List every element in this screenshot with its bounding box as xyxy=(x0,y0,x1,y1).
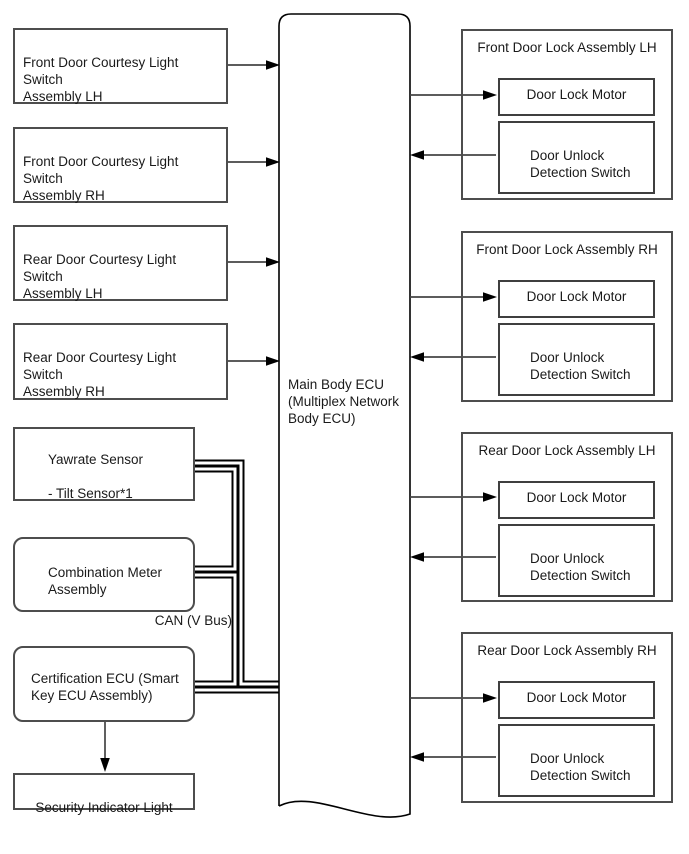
front-door-lock-assembly-lh: Front Door Lock Assembly LH Door Lock Mo… xyxy=(461,29,673,200)
combination-meter-box: Combination Meter Assembly xyxy=(13,537,195,612)
arrowhead-right xyxy=(266,60,280,70)
main-ecu-label: Main Body ECU (Multiplex Network Body EC… xyxy=(288,377,400,426)
yawrate-sensor-box: Yawrate Sensor - Tilt Sensor*1 xyxy=(13,427,195,501)
door-unlock-detection-switch-box: Door Unlock Detection Switch xyxy=(498,323,655,396)
rear-door-courtesy-switch-lh-box: Rear Door Courtesy Light Switch Assembly… xyxy=(13,225,228,301)
door-lock-motor-label: Door Lock Motor xyxy=(526,490,627,505)
front-door-lock-assembly-rh-title: Front Door Lock Assembly RH xyxy=(476,242,658,257)
combination-meter-label: Combination Meter Assembly xyxy=(48,565,163,597)
arrowheads-switches-to-ecu xyxy=(266,60,280,366)
rear-door-courtesy-switch-rh-box: Rear Door Courtesy Light Switch Assembly… xyxy=(13,323,228,400)
door-unlock-detection-switch-label: Door Unlock Detection Switch xyxy=(530,751,631,783)
door-lock-motor-box: Door Lock Motor xyxy=(498,681,655,719)
can-bus-label: CAN (V Bus) xyxy=(154,613,232,628)
arrowhead-right xyxy=(483,292,497,302)
arrows-switches-to-ecu xyxy=(226,64,267,362)
rear-door-courtesy-switch-lh-label: Rear Door Courtesy Light Switch Assembly… xyxy=(23,252,177,301)
door-unlock-detection-switch-box: Door Unlock Detection Switch xyxy=(498,121,655,194)
front-door-lock-assembly-lh-title: Front Door Lock Assembly LH xyxy=(477,40,657,55)
door-unlock-detection-switch-box: Door Unlock Detection Switch xyxy=(498,724,655,797)
rear-door-lock-assembly-lh-title: Rear Door Lock Assembly LH xyxy=(478,443,656,458)
door-lock-motor-box: Door Lock Motor xyxy=(498,280,655,318)
door-unlock-detection-switch-label: Door Unlock Detection Switch xyxy=(530,350,631,382)
door-lock-motor-label: Door Lock Motor xyxy=(526,690,627,705)
certification-ecu-label: Certification ECU (Smart Key ECU Assembl… xyxy=(31,671,179,703)
arrowhead-right xyxy=(266,257,280,267)
arrowhead-right xyxy=(483,693,497,703)
door-lock-motor-label: Door Lock Motor xyxy=(526,289,627,304)
arrowhead-right xyxy=(483,492,497,502)
rear-door-lock-assembly-rh-title: Rear Door Lock Assembly RH xyxy=(477,643,657,658)
can-bus-trunk-center xyxy=(193,464,240,687)
arrowhead-right xyxy=(266,157,280,167)
door-unlock-detection-switch-box: Door Unlock Detection Switch xyxy=(498,524,655,597)
rear-door-lock-assembly-lh: Rear Door Lock Assembly LH Door Lock Mot… xyxy=(461,432,673,602)
arrowheads-unlock-to-ecu xyxy=(410,150,424,762)
front-door-courtesy-switch-lh-box: Front Door Courtesy Light Switch Assembl… xyxy=(13,28,228,104)
front-door-lock-assembly-rh: Front Door Lock Assembly RH Door Lock Mo… xyxy=(461,231,673,402)
can-bus-pipes xyxy=(193,459,281,694)
rear-door-courtesy-switch-rh-label: Rear Door Courtesy Light Switch Assembly… xyxy=(23,350,177,399)
front-door-courtesy-switch-rh-box: Front Door Courtesy Light Switch Assembl… xyxy=(13,127,228,203)
security-indicator-light-label: Security Indicator Light xyxy=(35,800,173,815)
yawrate-sensor-label: Yawrate Sensor - Tilt Sensor*1 xyxy=(48,452,144,501)
door-unlock-detection-switch-label: Door Unlock Detection Switch xyxy=(530,551,631,583)
arrows-switches-to-ecu-return xyxy=(423,154,496,758)
main-ecu-outline xyxy=(278,13,411,818)
door-unlock-detection-switch-label: Door Unlock Detection Switch xyxy=(530,148,631,180)
arrowhead-right xyxy=(266,356,280,366)
arrowhead-left xyxy=(410,552,424,562)
arrowheads-ecu-to-motors xyxy=(483,90,497,703)
arrowhead-left xyxy=(410,352,424,362)
front-door-courtesy-switch-rh-label: Front Door Courtesy Light Switch Assembl… xyxy=(23,154,179,203)
arrowhead-left xyxy=(410,150,424,160)
door-lock-motor-box: Door Lock Motor xyxy=(498,78,655,116)
arrowhead-down xyxy=(100,758,110,772)
front-door-courtesy-switch-lh-label: Front Door Courtesy Light Switch Assembl… xyxy=(23,55,179,104)
door-lock-motor-label: Door Lock Motor xyxy=(526,87,627,102)
door-lock-motor-box: Door Lock Motor xyxy=(498,481,655,519)
arrowhead-left xyxy=(410,752,424,762)
certification-ecu-box: Certification ECU (Smart Key ECU Assembl… xyxy=(13,646,195,722)
security-indicator-light-box: Security Indicator Light xyxy=(13,773,195,815)
rear-door-lock-assembly-rh: Rear Door Lock Assembly RH Door Lock Mot… xyxy=(461,632,673,803)
arrowhead-right xyxy=(483,90,497,100)
arrows-ecu-to-motors xyxy=(410,94,484,699)
